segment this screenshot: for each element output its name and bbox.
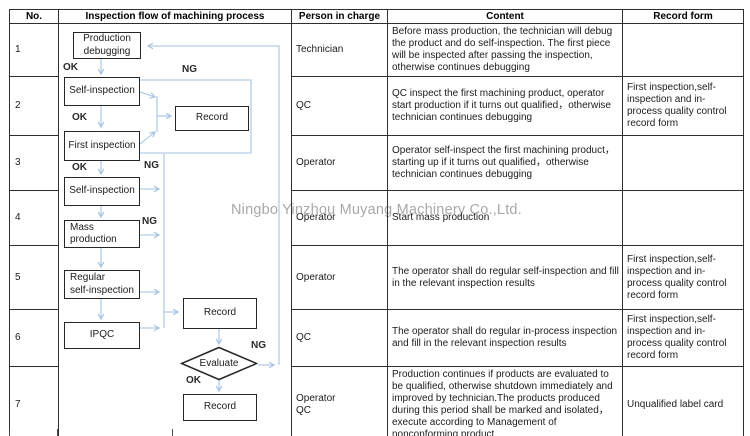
next-table-border-stub — [172, 429, 173, 436]
flow-connectors — [97, 42, 280, 393]
table-header-row: No. Inspection flow of machining process… — [9, 9, 744, 24]
diamond-shape — [179, 346, 259, 381]
table-row: 2 QC QC inspect the first machining prod… — [9, 76, 744, 136]
ok-label-3: OK — [72, 162, 87, 173]
content-cell: Production continues if products are eva… — [387, 366, 623, 436]
header-record: Record form — [622, 9, 744, 24]
person-cell: Operator — [291, 245, 388, 310]
flow-node-production-debugging: Production debugging — [73, 32, 141, 59]
flow-node-ipqc: IPQC — [64, 322, 140, 349]
flow-node-record-3: Record — [183, 394, 257, 421]
content-cell: The operator shall do regular self-inspe… — [387, 245, 623, 310]
header-person: Person in charge — [291, 9, 388, 24]
content-cell: The operator shall do regular in-process… — [387, 309, 623, 367]
person-cell: Operator — [291, 190, 388, 246]
table-row: 7 Operator QC Production continues if pr… — [9, 366, 744, 436]
table-row: 6 QC The operator shall do regular in-pr… — [9, 309, 744, 367]
content-cell: QC inspect the first machining product, … — [387, 76, 623, 136]
content-cell: Start mass production — [387, 190, 623, 246]
flow-node-record-1: Record — [175, 106, 249, 131]
inspection-table: No. Inspection flow of machining process… — [9, 9, 744, 436]
person-cell: Operator QC — [291, 366, 388, 436]
content-cell: Before mass production, the technician w… — [387, 23, 623, 77]
person-cell: Operator — [291, 135, 388, 191]
row-number: 6 — [9, 309, 59, 367]
table-row: 5 Operator The operator shall do regular… — [9, 245, 744, 310]
row-number: 2 — [9, 76, 59, 136]
flow-node-mass-production: Mass production — [64, 220, 140, 248]
person-cell: QC — [291, 76, 388, 136]
header-no: No. — [9, 9, 59, 24]
table-row: 3 Operator Operator self-inspect the fir… — [9, 135, 744, 191]
ok-label-2: OK — [72, 112, 87, 123]
row-number: 4 — [9, 190, 59, 246]
row-number: 3 — [9, 135, 59, 191]
ng-label-mass-production: NG — [142, 216, 157, 227]
row-number: 7 — [9, 366, 59, 436]
header-flow: Inspection flow of machining process — [58, 9, 292, 24]
row-number: 1 — [9, 23, 59, 77]
ng-label-evaluate: NG — [251, 340, 266, 351]
flow-node-first-inspection: First inspection — [64, 131, 140, 161]
content-cell: Operator self-inspect the first machinin… — [387, 135, 623, 191]
ng-label-top: NG — [182, 64, 197, 75]
table-row: 4 Operator Start mass production — [9, 190, 744, 246]
header-content: Content — [387, 9, 623, 24]
flow-node-regular-self-inspection: Regular self-inspection — [64, 270, 140, 299]
next-table-border-stub — [9, 429, 10, 436]
flow-node-self-inspection-1: Self-inspection — [64, 77, 140, 106]
person-cell: QC — [291, 309, 388, 367]
ng-label-first-inspection: NG — [144, 160, 159, 171]
next-table-border-stub — [57, 429, 58, 436]
record-cell — [622, 23, 744, 77]
record-cell — [622, 190, 744, 246]
person-cell: Technician — [291, 23, 388, 77]
flow-node-record-2: Record — [183, 298, 257, 329]
flowchart-cell: Production debugging Self-inspection Rec… — [58, 23, 292, 436]
ok-label-1: OK — [63, 62, 78, 73]
flow-node-evaluate: Evaluate — [179, 346, 259, 381]
record-cell: First inspection,self-inspection and in-… — [622, 76, 744, 136]
flowchart: Production debugging Self-inspection Rec… — [60, 31, 291, 436]
table-row: 1 — [9, 23, 744, 436]
record-cell — [622, 135, 744, 191]
evaluate-label: Evaluate — [199, 357, 239, 369]
ok-label-evaluate: OK — [186, 375, 201, 386]
row-number: 5 — [9, 245, 59, 310]
record-cell: Unqualified label card — [622, 366, 744, 436]
flow-node-self-inspection-2: Self-inspection — [64, 177, 140, 206]
record-cell: First inspection,self-inspection and in-… — [622, 245, 744, 310]
record-cell: First inspection,self-inspection and in-… — [622, 309, 744, 367]
